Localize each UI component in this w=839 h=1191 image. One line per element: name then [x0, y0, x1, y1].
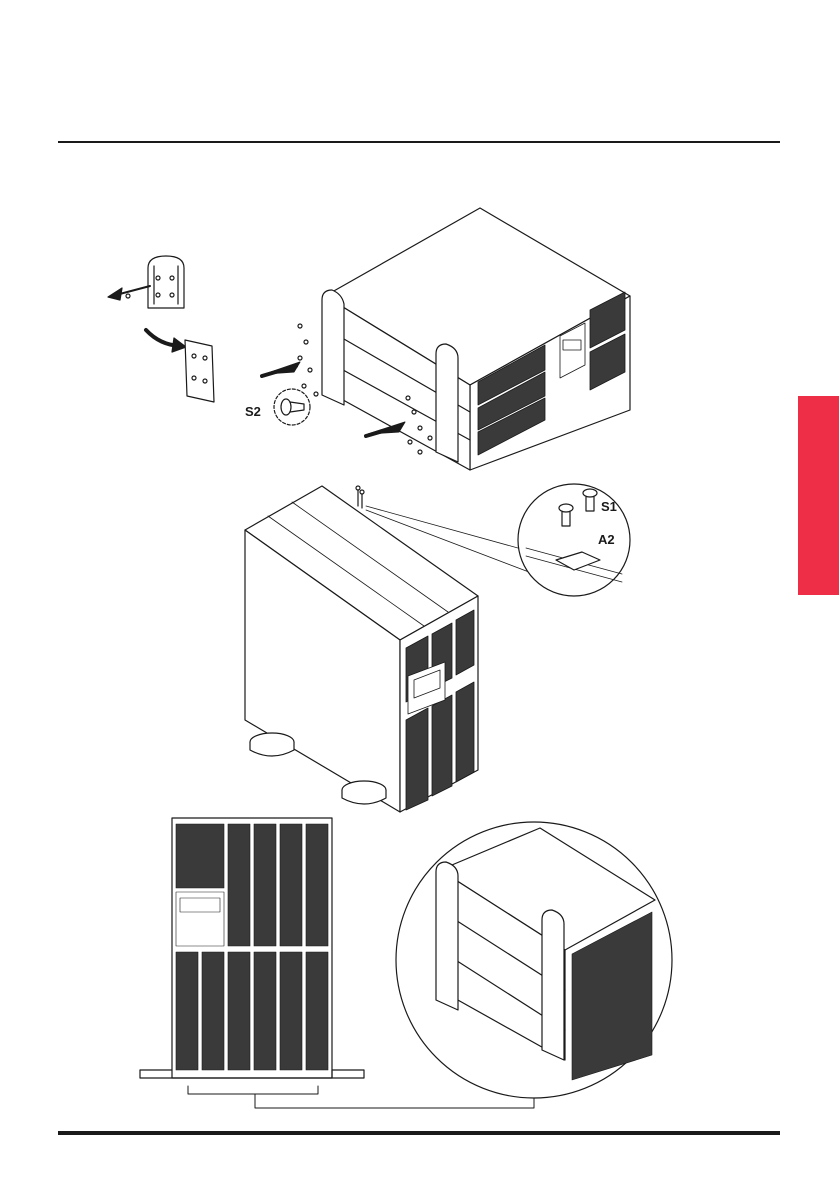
bracket-detail-circle: [396, 822, 672, 1098]
bracket-icon: [148, 256, 184, 308]
arrow-icon: [146, 330, 186, 352]
bracket-icon: [185, 340, 214, 402]
arrow-icon: [108, 286, 150, 300]
footer-rule: [58, 1131, 780, 1135]
ups-rack-unit: [262, 208, 630, 470]
screw-icon: [356, 486, 364, 508]
callout-s1: S1: [601, 500, 617, 513]
callout-a2: A2: [598, 533, 615, 546]
callout-s2: S2: [245, 405, 261, 418]
ups-tower-unit: [245, 484, 630, 812]
bracket-removal-figure: [108, 256, 214, 402]
